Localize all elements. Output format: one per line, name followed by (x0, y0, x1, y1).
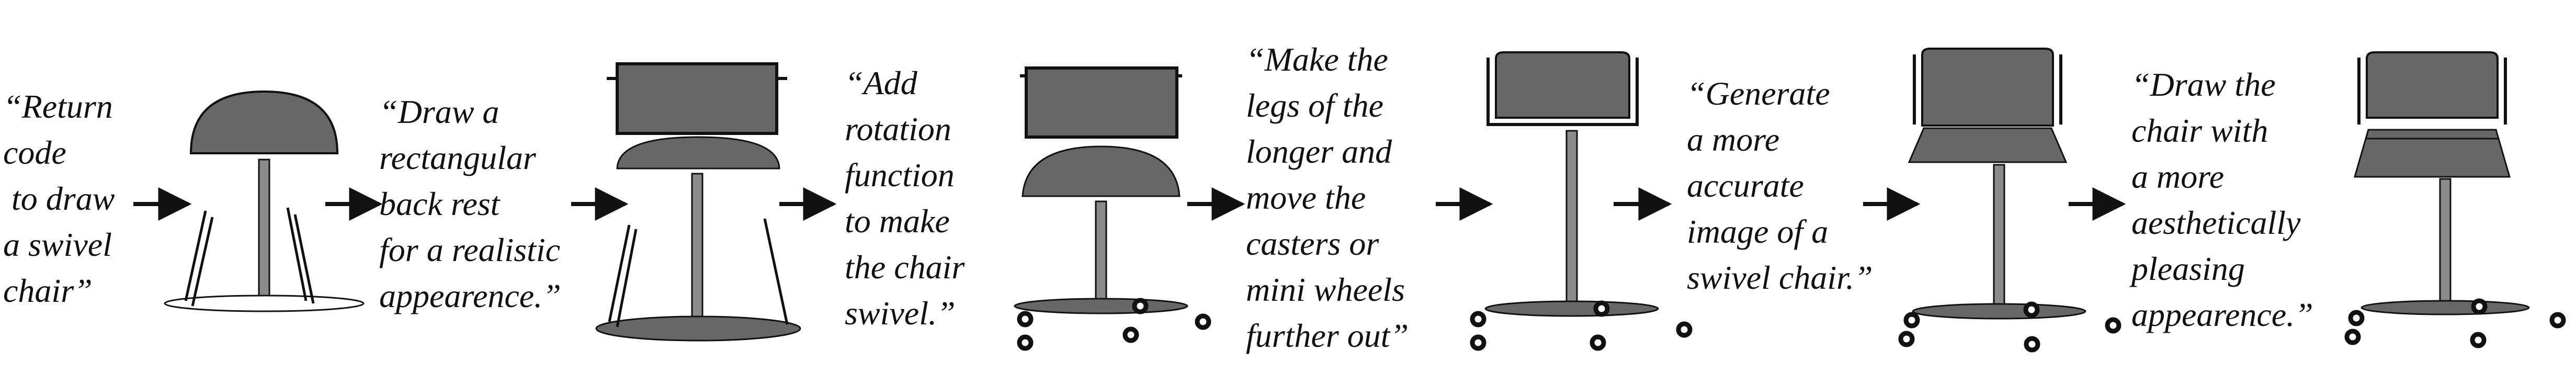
chair-4-caster (1676, 321, 1693, 338)
chair-3-caster (1017, 334, 1034, 351)
chair-6-base (2361, 300, 2530, 315)
chair-2-seat (616, 136, 780, 169)
prompt-2: “Draw a rectangular back rest for a real… (379, 93, 561, 314)
chair-6-seat (2354, 129, 2511, 178)
chair-1-leg (293, 214, 315, 304)
chair-6-caster (2470, 332, 2487, 348)
chair-5-base (1912, 303, 2086, 320)
chair-2-pole (691, 173, 703, 321)
prompt-1: “Return code to draw a swivel chair” (3, 88, 115, 309)
chair-5-frame (1913, 54, 2062, 125)
chair-1-leg (184, 210, 207, 301)
chair-5-backrest (1921, 48, 2054, 127)
chair-6-caster (2348, 310, 2365, 326)
chair-1-leg (286, 207, 308, 301)
chair-6-caster (2344, 329, 2361, 345)
chair-4-caster (1470, 334, 1486, 351)
chair-2 (595, 62, 801, 342)
chair-3-caster (1132, 298, 1149, 314)
prompt-6: “Draw the chair with a more aestheticall… (2131, 66, 2313, 333)
chair-4-pole (1565, 130, 1578, 307)
chair-5-caster (1898, 331, 1915, 347)
chair-3-caster (1195, 313, 1211, 330)
chair-4-caster (1470, 311, 1486, 327)
chair-6-frame (2357, 58, 2507, 125)
chair-6-backrest (2366, 51, 2499, 119)
prompt-5: “Generate a more accurate image of a swi… (1687, 75, 1873, 296)
chair-6-caster (2549, 312, 2566, 329)
chair-3 (1014, 66, 1211, 351)
chair-3-caster (1122, 326, 1139, 343)
chair-1-pole (258, 159, 270, 302)
chair-4-backrest (1495, 51, 1630, 119)
chair-4 (1470, 51, 1693, 351)
chair-6-pole (2439, 178, 2452, 307)
chair-1 (164, 90, 365, 312)
chair-3-caster (1017, 311, 1034, 327)
chair-2-leg (608, 224, 631, 322)
chair-5-caster (2024, 336, 2040, 353)
prompt-3: “Add rotation function to make the chair… (845, 64, 965, 332)
chair-5-caster (1903, 312, 1920, 329)
chair-5-caster (2023, 301, 2040, 318)
chair-4-frame (1486, 58, 1639, 126)
chair-2-leg (763, 218, 789, 325)
chair-2-backrest (616, 62, 778, 135)
chair-1-seat (189, 90, 339, 154)
chair-4-caster (1593, 300, 1610, 317)
prompt-4: “Make the legs of the longer and move th… (1246, 41, 1409, 354)
chair-4-base (1484, 300, 1659, 317)
chair-1-leg (191, 217, 214, 307)
chair-3-backrest (1025, 66, 1178, 139)
chair-3-pole (1095, 200, 1107, 304)
chair-6 (2344, 51, 2566, 348)
chair-5-caster (2105, 317, 2121, 334)
chair-4-caster (1590, 334, 1606, 351)
chair-2-base (595, 315, 801, 342)
chair-6-caster (2471, 298, 2488, 315)
chair-3-base (1014, 298, 1188, 314)
chair-5 (1898, 48, 2121, 353)
chair-5-pole (1993, 164, 2005, 310)
chair-2-leg (616, 229, 638, 327)
chair-3-seat (1022, 145, 1181, 197)
chair-5-seat (1908, 127, 2068, 163)
